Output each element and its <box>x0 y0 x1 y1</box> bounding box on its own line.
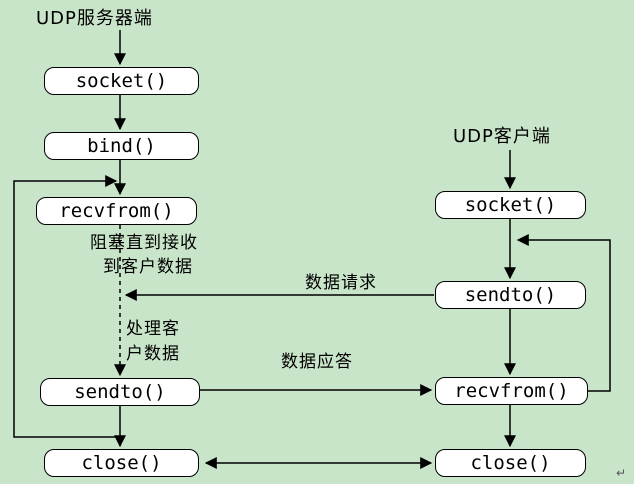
client-title: UDP客户端 <box>453 126 551 147</box>
server-close-box: close() <box>44 449 199 477</box>
arrow-server-loopback <box>13 175 120 438</box>
client-sendto-box: sendto() <box>435 281 586 309</box>
data-request-label: 数据请求 <box>305 273 377 293</box>
client-socket-box: socket() <box>435 191 586 219</box>
blocking-note-line2: 到客户数据 <box>103 257 193 277</box>
server-bind-box: bind() <box>44 132 199 160</box>
server-recvfrom-box: recvfrom() <box>36 197 197 225</box>
blocking-note-line1: 阻塞直到接收 <box>90 233 198 253</box>
arrow-client-loopback <box>516 234 611 392</box>
data-reply-label: 数据应答 <box>281 352 353 372</box>
processing-note-line2: 户数据 <box>126 344 180 364</box>
server-title: UDP服务器端 <box>36 8 153 29</box>
server-socket-box: socket() <box>44 67 199 95</box>
client-recvfrom-box: recvfrom() <box>435 377 588 405</box>
server-sendto-box: sendto() <box>40 378 200 406</box>
client-close-box: close() <box>435 449 586 477</box>
return-mark: ↵ <box>615 466 626 480</box>
processing-note-line1: 处理客 <box>126 319 180 339</box>
